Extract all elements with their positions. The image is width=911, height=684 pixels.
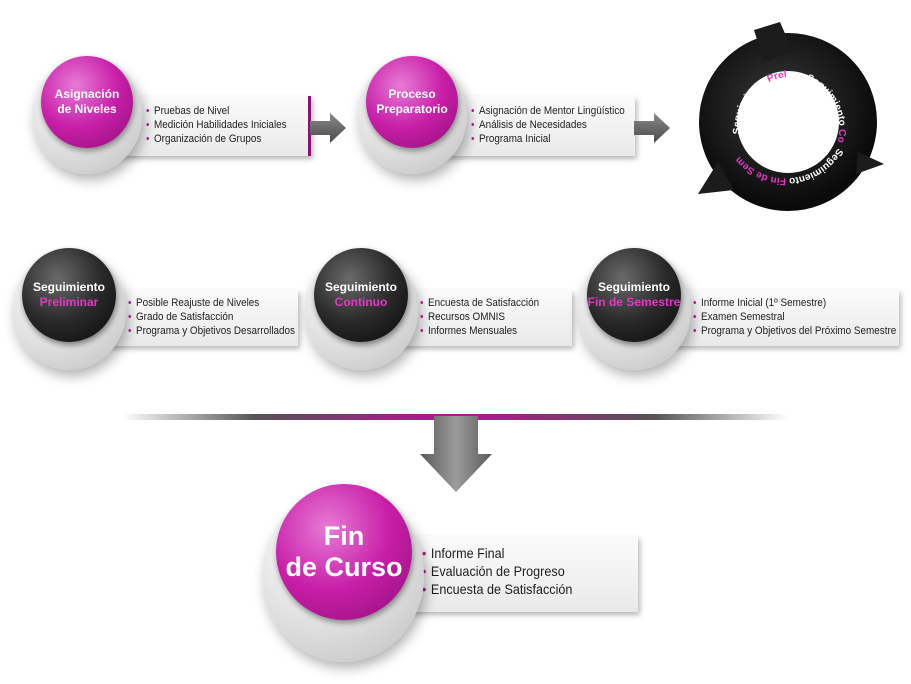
list-item: Informe Final (422, 544, 616, 562)
list-item: Recursos OMNIS (420, 310, 557, 324)
step-asignacion-panel: Pruebas de Nivel Medición Habilidades In… (110, 96, 311, 156)
cycle-arrow-head-icon (698, 162, 734, 194)
tracking-preliminar: Posible Reajuste de Niveles Grado de Sat… (12, 240, 302, 380)
final-title-2: de Curso (285, 552, 403, 582)
list-item: Pruebas de Nivel (146, 104, 292, 118)
tracking-preliminar-list: Posible Reajuste de Niveles Grado de Sat… (98, 290, 298, 338)
tracking-continuo-title: Seguimiento (324, 280, 397, 294)
list-item: Programa y Objetivos del Próximo Semestr… (693, 324, 896, 338)
final-panel: Informe Final Evaluación de Progreso Enc… (402, 536, 638, 612)
tracking-continuo-list: Encuesta de Satisfacción Recursos OMNIS … (390, 290, 572, 338)
step-proceso-title-1: Proceso (388, 87, 436, 101)
list-item: Análisis de Necesidades (471, 118, 619, 132)
list-item: Grado de Satisfacción (128, 310, 281, 324)
final-circle: Fin de Curso (276, 484, 412, 620)
arrow-right-icon (634, 113, 670, 143)
list-item: Programa y Objetivos Desarrollados (128, 324, 295, 338)
tracking-fin-semestre: Informe Inicial (1º Semestre) Examen Sem… (577, 240, 903, 380)
tracking-continuo-accent: Continuo (334, 295, 388, 309)
arrow-right-icon (310, 113, 346, 143)
cycle-arrow-head-icon (856, 152, 884, 174)
step-proceso-list: Asignación de Mentor Lingüístico Análisi… (435, 96, 635, 146)
list-item: Informes Mensuales (420, 324, 557, 338)
list-item: Encuesta de Satisfacción (422, 580, 616, 598)
tracking-continuo: Encuesta de Satisfacción Recursos OMNIS … (304, 240, 594, 380)
tracking-fin-semestre-circle: Seguimiento Fin de Semestre (587, 248, 681, 342)
final-list: Informe Final Evaluación de Progreso Enc… (402, 536, 638, 598)
arrow-down-icon (420, 416, 492, 492)
tracking-fin-semestre-list: Informe Inicial (1º Semestre) Examen Sem… (663, 290, 899, 338)
tracking-fin-semestre-title: Seguimiento (597, 280, 670, 294)
cycle-arrow-head-icon (754, 22, 793, 62)
cycle-ring: Seguimiento Preliminar Seguimiento Conti… (688, 22, 884, 211)
list-item: Evaluación de Progreso (422, 562, 616, 580)
step-asignacion-title-2: de Niveles (57, 102, 117, 116)
step-asignacion-list: Pruebas de Nivel Medición Habilidades In… (110, 96, 308, 146)
tracking-preliminar-panel: Posible Reajuste de Niveles Grado de Sat… (98, 290, 298, 346)
list-item: Encuesta de Satisfacción (420, 296, 557, 310)
tracking-preliminar-circle: Seguimiento Preliminar (22, 248, 116, 342)
tracking-continuo-circle: Seguimiento Continuo (314, 248, 408, 342)
final-fin-de-curso: Informe Final Evaluación de Progreso Enc… (262, 474, 652, 674)
tracking-preliminar-title: Seguimiento (32, 280, 105, 294)
list-item: Informe Inicial (1º Semestre) (693, 296, 878, 310)
list-item: Posible Reajuste de Niveles (128, 296, 281, 310)
list-item: Programa Inicial (471, 132, 619, 146)
step-proceso-circle: Proceso Preparatorio (366, 56, 458, 148)
tracking-continuo-panel: Encuesta de Satisfacción Recursos OMNIS … (390, 290, 572, 346)
tracking-fin-semestre-accent: Fin de Semestre (587, 295, 681, 309)
tracking-fin-semestre-panel: Informe Inicial (1º Semestre) Examen Sem… (663, 290, 899, 346)
tracking-preliminar-accent: Preliminar (39, 295, 99, 309)
list-item: Asignación de Mentor Lingüístico (471, 104, 625, 118)
step-proceso-panel: Asignación de Mentor Lingüístico Análisi… (435, 96, 635, 156)
list-item: Examen Semestral (693, 310, 878, 324)
step-proceso-preparatorio: Asignación de Mentor Lingüístico Análisi… (355, 50, 645, 180)
final-title-1: Fin (323, 521, 365, 551)
list-item: Organización de Grupos (146, 132, 292, 146)
step-asignacion-title-1: Asignación (54, 87, 120, 101)
step-asignacion-circle: Asignación de Niveles (41, 56, 133, 148)
step-proceso-title-2: Preparatorio (376, 102, 448, 116)
list-item: Medición Habilidades Iniciales (146, 118, 292, 132)
step-asignacion-niveles: Pruebas de Nivel Medición Habilidades In… (30, 50, 320, 180)
